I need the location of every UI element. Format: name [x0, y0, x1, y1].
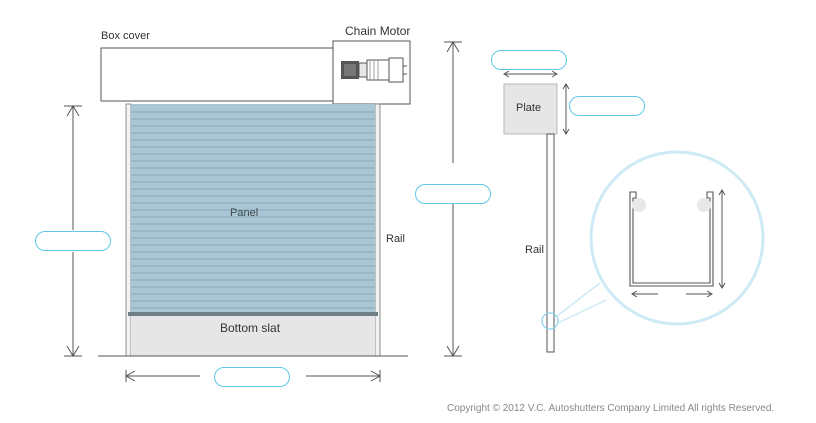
panel-height-input[interactable]: [35, 231, 111, 251]
rail-detail-label: Rail: [525, 244, 544, 256]
chain-motor-icon: [341, 57, 407, 83]
detail-connector-lower: [557, 299, 607, 324]
total-height-input[interactable]: [415, 184, 491, 204]
brush-seal-right: [697, 198, 711, 212]
door-width-dimension: [124, 370, 382, 382]
panel-slat-lines: [131, 111, 375, 309]
panel-label: Panel: [230, 207, 259, 219]
panel-height-dimension: [64, 105, 82, 357]
plate-height-dimension: [562, 83, 570, 135]
bottom-slat: [131, 316, 375, 356]
channel-width-dimension: [631, 290, 713, 298]
total-height-dimension: [444, 41, 462, 357]
plate: [503, 83, 558, 135]
plate-height-input[interactable]: [569, 96, 645, 116]
plate-label: Plate: [516, 102, 542, 114]
plate-width-dimension: [503, 70, 558, 78]
detail-connector-upper: [556, 282, 601, 317]
rail-right: [374, 103, 381, 357]
channel-depth-dimension: [718, 189, 726, 289]
chain-motor-label: Chain Motor: [345, 24, 411, 38]
bottom-slat-label: Bottom slat: [220, 321, 281, 335]
door-width-input[interactable]: [214, 367, 290, 387]
panel: [131, 104, 375, 314]
box-cover: [100, 47, 334, 102]
rail-left: [125, 103, 132, 357]
brush-seal-left: [632, 198, 646, 212]
plate-width-input[interactable]: [491, 50, 567, 70]
rail-detail-zoom-circle: [589, 150, 765, 326]
box-cover-label: Box cover: [101, 30, 150, 42]
rail-detail-marker: [541, 312, 559, 330]
bottom-bar: [128, 312, 378, 316]
side-rail: [546, 133, 555, 353]
rail-cross-section: [629, 191, 714, 287]
copyright-notice: Copyright © 2012 V.C. Autoshutters Compa…: [447, 403, 775, 414]
rail-label: Rail: [386, 233, 405, 245]
